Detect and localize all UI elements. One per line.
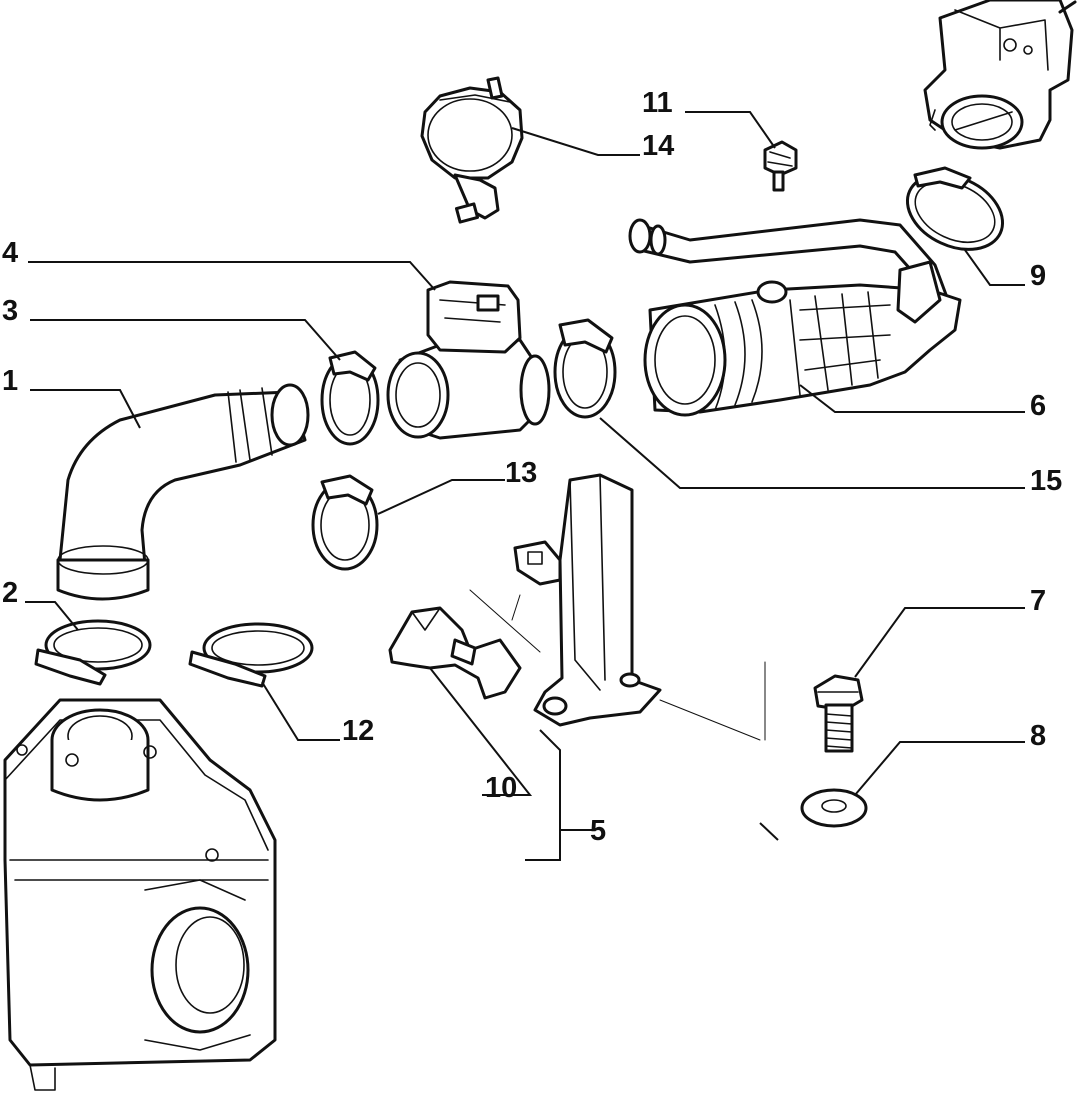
part-1-elbow-hose xyxy=(56,383,310,601)
part-10-sensor-clip xyxy=(388,606,522,700)
callout-1: 1 xyxy=(2,365,18,397)
callout-7: 7 xyxy=(1030,585,1046,617)
part-8-washer xyxy=(800,788,868,828)
callout-14: 14 xyxy=(642,130,674,162)
part-3-clamp xyxy=(320,350,380,446)
part-5-support-bracket xyxy=(513,473,662,727)
leader-lines xyxy=(25,111,1025,861)
part-9-clamp xyxy=(905,166,1005,251)
callout-8: 8 xyxy=(1030,720,1046,752)
callout-4: 4 xyxy=(2,237,18,269)
part-13-clamp xyxy=(311,474,379,571)
callout-9: 9 xyxy=(1030,260,1046,292)
callout-2: 2 xyxy=(2,577,18,609)
auxiliary-lines xyxy=(469,589,766,741)
part-12-clamp xyxy=(188,622,314,688)
callout-11: 11 xyxy=(642,87,673,119)
part-14-bracket-clamp xyxy=(420,76,524,224)
callout-labels: 1 2 3 4 5 6 7 8 9 10 11 12 13 14 15 xyxy=(2,87,1062,847)
air-filter-housing xyxy=(3,698,277,1091)
callout-15: 15 xyxy=(1030,465,1062,497)
part-6-resonator-hose xyxy=(628,218,962,417)
callout-6: 6 xyxy=(1030,390,1046,422)
part-7-bolt xyxy=(813,674,864,753)
throttle-body xyxy=(923,0,1077,150)
part-11-bolt xyxy=(763,140,798,192)
part-2-clamp xyxy=(34,619,152,686)
part-15-clamp xyxy=(553,318,617,419)
callout-5: 5 xyxy=(590,815,606,847)
callout-10: 10 xyxy=(485,772,517,804)
part-4-air-flow-meter xyxy=(386,280,551,440)
callout-12: 12 xyxy=(342,715,374,747)
callout-13: 13 xyxy=(505,457,537,489)
callout-3: 3 xyxy=(2,295,18,327)
